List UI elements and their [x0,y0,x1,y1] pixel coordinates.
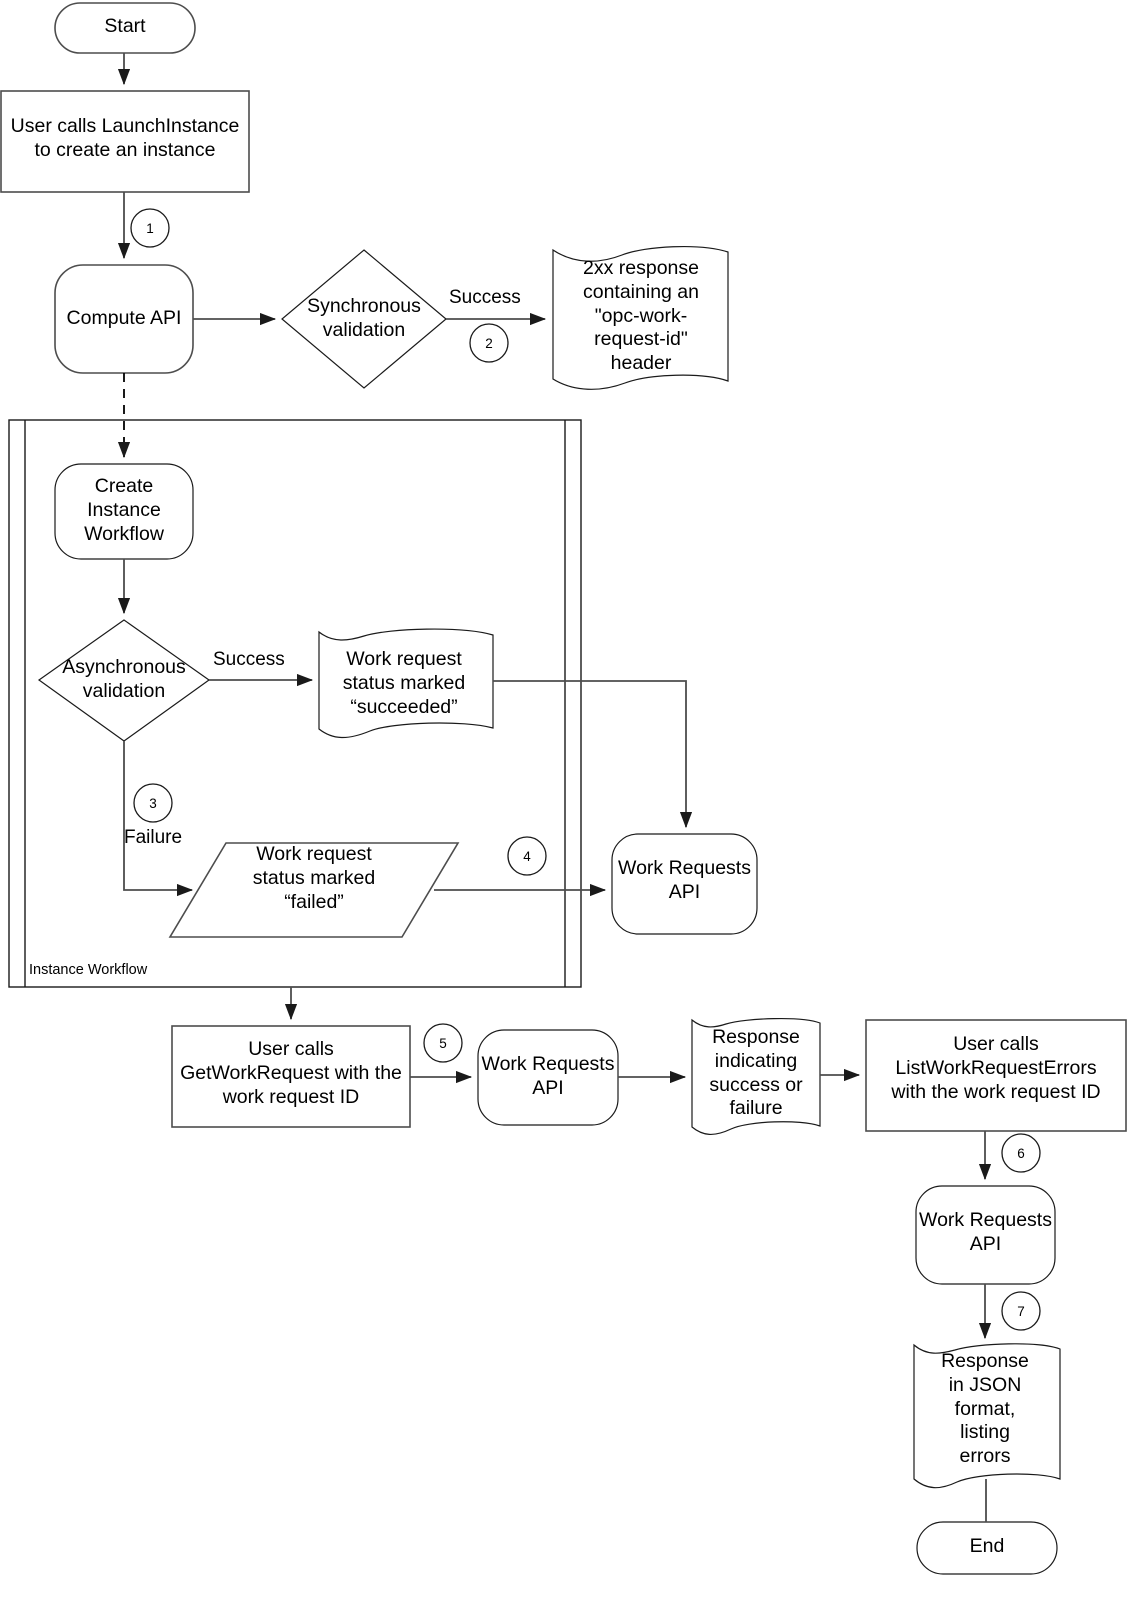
node-compute-api [54,264,194,374]
node-response-json [913,1343,1061,1489]
edge-async-failure [123,741,194,897]
node-get-work-request [171,1025,411,1128]
node-list-work-request-errors [865,1019,1127,1132]
badge-7-circle [1001,1291,1041,1331]
node-response-success-failure [691,1018,821,1135]
badge-3-circle [133,783,173,823]
node-work-requests-api-3 [915,1185,1056,1285]
badge-6-circle [1001,1133,1041,1173]
node-end [916,1521,1058,1575]
badge-5-circle [423,1023,463,1063]
node-status-failed [168,842,460,938]
node-synchronous-validation [281,249,447,389]
edge-succeeded-to-wrapi [493,680,693,829]
instance-workflow-container [8,419,582,988]
node-create-instance-workflow [54,463,194,560]
node-asynchronous-validation [37,619,211,742]
node-start [54,2,196,54]
badge-1-circle [130,208,170,248]
node-status-succeeded [318,628,494,739]
node-work-requests-api-2 [477,1029,619,1126]
badge-2-circle [469,323,509,363]
node-launch-instance [0,90,250,193]
node-2xx-response [552,246,729,390]
node-work-requests-api-1 [611,833,758,935]
badge-4-circle [507,836,547,876]
